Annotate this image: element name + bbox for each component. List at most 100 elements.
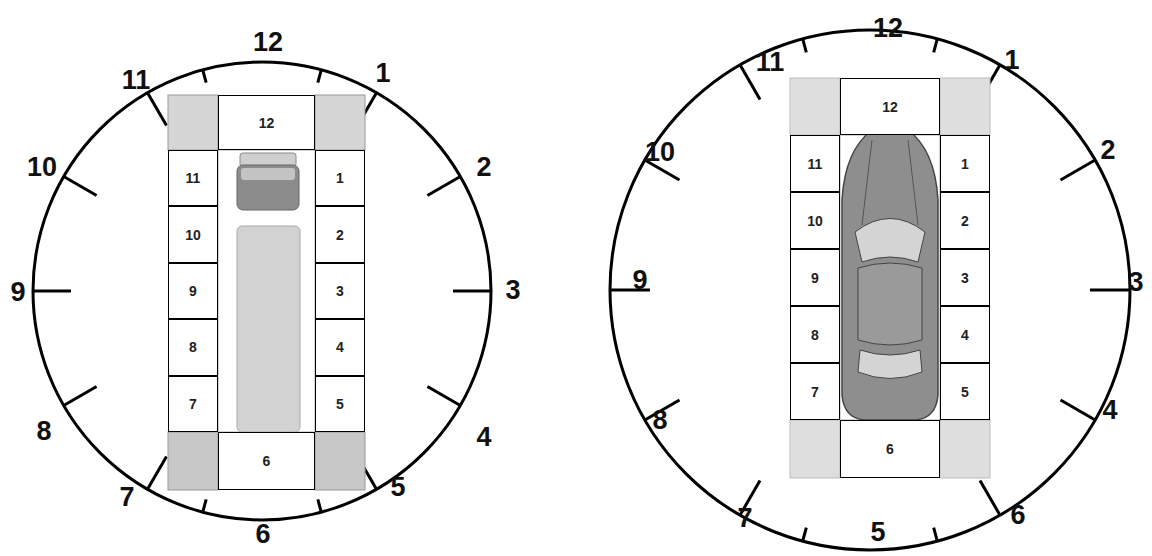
clock-number: 7 bbox=[737, 503, 752, 534]
zone-number: 9 bbox=[189, 283, 197, 299]
clock-number: 11 bbox=[756, 47, 785, 78]
tick bbox=[427, 177, 460, 196]
tick bbox=[64, 387, 97, 406]
tick bbox=[1061, 400, 1096, 420]
corner-block bbox=[315, 95, 365, 150]
zone-box: 7 bbox=[168, 376, 218, 432]
clock-face bbox=[610, 30, 1130, 550]
zone-box: 11 bbox=[168, 150, 218, 206]
tick bbox=[427, 387, 460, 406]
zone-number: 2 bbox=[961, 213, 969, 229]
clock-number: 4 bbox=[1102, 395, 1117, 426]
clock-number: 10 bbox=[27, 152, 57, 183]
zone-number: 1 bbox=[961, 156, 969, 172]
zone-box: 11 bbox=[790, 135, 840, 192]
corner-block bbox=[315, 432, 365, 490]
tick bbox=[318, 70, 321, 83]
zone-box: 1 bbox=[940, 135, 990, 192]
zone-number: 10 bbox=[185, 227, 201, 243]
zone-number: 7 bbox=[189, 396, 197, 412]
tick bbox=[803, 528, 807, 542]
zone-number: 5 bbox=[336, 396, 344, 412]
clock-number: 12 bbox=[253, 27, 283, 58]
clock-number: 11 bbox=[122, 65, 151, 96]
zone-number: 8 bbox=[189, 339, 197, 355]
tick bbox=[203, 499, 206, 512]
clock-number: 5 bbox=[870, 517, 885, 548]
tick bbox=[1061, 160, 1096, 180]
tick bbox=[1090, 289, 1130, 292]
clock-ticks bbox=[610, 39, 1130, 541]
zone-number: 2 bbox=[336, 227, 344, 243]
zone-box: 6 bbox=[840, 420, 940, 478]
clock-number: 3 bbox=[505, 275, 520, 306]
zone-box: 8 bbox=[168, 319, 218, 375]
zone-number: 8 bbox=[811, 327, 819, 343]
zone-box: 10 bbox=[790, 192, 840, 249]
tick bbox=[803, 39, 807, 53]
zone-number: 12 bbox=[259, 115, 275, 131]
corner-block bbox=[168, 432, 218, 490]
tick bbox=[148, 456, 167, 489]
zone-box: 2 bbox=[940, 192, 990, 249]
zone-number: 6 bbox=[263, 453, 271, 469]
tick bbox=[453, 290, 491, 293]
clock-number: 5 bbox=[390, 472, 405, 503]
zone-box: 5 bbox=[315, 376, 365, 432]
clock-ticks bbox=[33, 70, 491, 512]
clock-number: 6 bbox=[255, 519, 270, 550]
zone-box: 4 bbox=[940, 306, 990, 363]
zone-box: 9 bbox=[168, 263, 218, 319]
clock-number: 1 bbox=[1004, 45, 1019, 76]
clock-number: 1 bbox=[375, 58, 390, 89]
lane bbox=[218, 150, 315, 432]
clock-number: 3 bbox=[1128, 267, 1143, 298]
tick bbox=[148, 93, 167, 126]
clock-number: 12 bbox=[873, 13, 903, 44]
clock-number: 8 bbox=[652, 405, 667, 436]
zone-box: 1 bbox=[315, 150, 365, 206]
corner-block bbox=[790, 78, 840, 135]
clock-number: 10 bbox=[645, 137, 675, 168]
zone-box: 6 bbox=[218, 432, 315, 490]
zone-number: 4 bbox=[961, 327, 969, 343]
tick bbox=[980, 481, 1000, 516]
zone-number: 11 bbox=[186, 170, 201, 186]
zone-box: 10 bbox=[168, 206, 218, 262]
clock-number: 9 bbox=[632, 265, 647, 296]
zone-box: 8 bbox=[790, 306, 840, 363]
truck bbox=[237, 153, 300, 432]
tick bbox=[64, 177, 97, 196]
zone-number: 4 bbox=[336, 339, 344, 355]
zone-number: 5 bbox=[961, 384, 969, 400]
tick bbox=[318, 499, 321, 512]
clock-number: 6 bbox=[1010, 500, 1025, 531]
zone-number: 6 bbox=[886, 441, 894, 457]
corner-block bbox=[790, 420, 840, 478]
clock-number: 2 bbox=[476, 152, 491, 183]
zone-box: 12 bbox=[218, 95, 315, 150]
zone-number: 3 bbox=[961, 270, 969, 286]
corner-block bbox=[168, 95, 218, 150]
zone-box: 5 bbox=[940, 363, 990, 420]
zone-box: 9 bbox=[790, 249, 840, 306]
tick bbox=[934, 528, 938, 542]
zone-number: 11 bbox=[808, 156, 823, 172]
zone-box: 4 bbox=[315, 319, 365, 375]
zone-number: 1 bbox=[336, 170, 344, 186]
clock-face bbox=[33, 62, 491, 520]
zone-box: 3 bbox=[940, 249, 990, 306]
clock-number: 8 bbox=[36, 416, 51, 447]
zone-box: 3 bbox=[315, 263, 365, 319]
zone-box: 12 bbox=[840, 78, 940, 135]
clock-number: 7 bbox=[119, 482, 134, 513]
car bbox=[842, 127, 938, 420]
zone-box: 2 bbox=[315, 206, 365, 262]
zone-number: 9 bbox=[811, 270, 819, 286]
zone-box: 7 bbox=[790, 363, 840, 420]
clock-number: 4 bbox=[476, 422, 491, 453]
corner-block bbox=[940, 78, 990, 135]
tick bbox=[934, 39, 938, 53]
tick bbox=[203, 70, 206, 83]
